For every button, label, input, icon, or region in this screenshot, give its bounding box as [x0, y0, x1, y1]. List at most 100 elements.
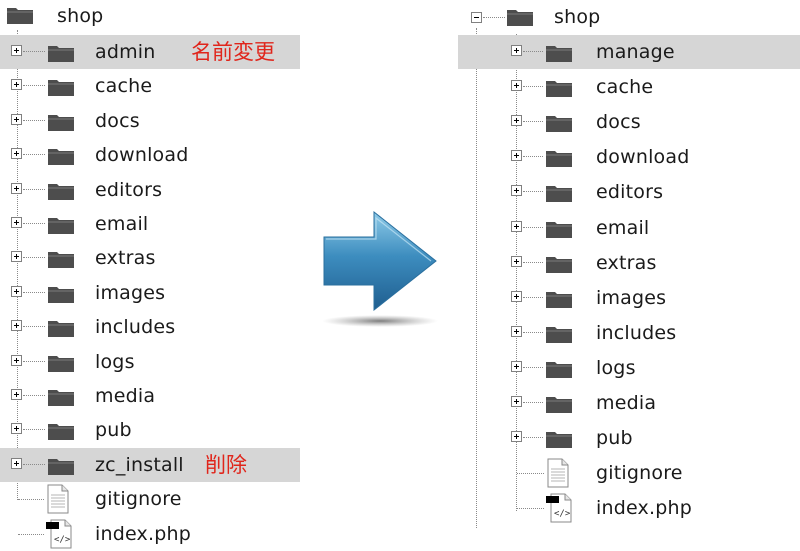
plus-box-icon[interactable] — [11, 320, 22, 331]
tree-item-images[interactable]: images — [0, 276, 300, 310]
tree-item-extras[interactable]: extras — [458, 246, 800, 280]
plus-box-icon[interactable] — [11, 79, 22, 90]
folder-icon — [506, 7, 533, 26]
plus-box-icon[interactable] — [511, 396, 522, 407]
plus-box-icon[interactable] — [11, 183, 22, 194]
tree-item-index-php[interactable]: </>index.php — [0, 517, 300, 551]
tree-item-label: index.php — [596, 497, 692, 519]
tree-connector — [23, 464, 45, 465]
plus-box-icon[interactable] — [511, 256, 522, 267]
tree-item-gitignore[interactable]: gitignore — [458, 456, 800, 490]
folder-icon — [47, 284, 74, 303]
tree-connector — [523, 402, 543, 403]
tree-item-pub[interactable]: pub — [458, 421, 800, 455]
plus-box-icon[interactable] — [511, 150, 522, 161]
tree-item-label: docs — [596, 111, 641, 133]
tree-item-label: extras — [596, 252, 657, 274]
tree-item-index-php[interactable]: </> index.php — [458, 491, 800, 525]
tree-connector — [23, 395, 45, 396]
tree-item-extras[interactable]: extras — [0, 241, 300, 275]
tree-connector — [523, 332, 543, 333]
tree-connector — [18, 534, 44, 535]
tree-root[interactable]: shop — [0, 0, 300, 34]
tree-item-label: gitignore — [95, 488, 182, 510]
folder-icon — [545, 359, 572, 378]
plus-box-icon[interactable] — [11, 286, 22, 297]
tree-item-email[interactable]: email — [458, 211, 800, 245]
tree-item-includes[interactable]: includes — [0, 310, 300, 344]
plus-box-icon[interactable] — [511, 361, 522, 372]
folder-icon — [47, 353, 74, 372]
tree-item-logs[interactable]: logs — [458, 351, 800, 385]
tree-item-label: editors — [596, 181, 664, 203]
php-file-icon: </> — [546, 493, 572, 523]
tree-item-docs[interactable]: docs — [458, 105, 800, 139]
tree-connector-line — [476, 28, 477, 528]
folder-icon — [545, 394, 572, 413]
plus-box-icon[interactable] — [11, 114, 22, 125]
plus-box-icon[interactable] — [511, 291, 522, 302]
plus-box-icon[interactable] — [11, 217, 22, 228]
tree-root-label: shop — [554, 6, 601, 28]
tree-connector — [523, 121, 543, 122]
tree-connector-line — [516, 34, 517, 511]
tree-item-gitignore[interactable]: gitignore — [0, 482, 300, 516]
tree-item-docs[interactable]: docs — [0, 104, 300, 138]
plus-box-icon[interactable] — [511, 115, 522, 126]
tree-item-download[interactable]: download — [0, 138, 300, 172]
text-file-icon — [546, 458, 570, 488]
folder-icon — [47, 146, 74, 165]
plus-box-icon[interactable] — [11, 148, 22, 159]
plus-box-icon[interactable] — [11, 355, 22, 366]
tree-item-label: email — [95, 213, 149, 235]
tree-connector — [23, 361, 45, 362]
tree-item-includes[interactable]: includes — [458, 316, 800, 350]
plus-box-icon[interactable] — [11, 389, 22, 400]
tree-connector — [523, 191, 543, 192]
folder-icon — [545, 219, 572, 238]
svg-text:</>: </> — [54, 535, 71, 545]
plus-box-icon[interactable] — [11, 45, 22, 56]
plus-box-icon[interactable] — [11, 458, 22, 469]
tree-connector — [523, 437, 543, 438]
folder-icon — [47, 215, 74, 234]
tree-item-email[interactable]: email — [0, 207, 300, 241]
tree-item-logs[interactable]: logs — [0, 345, 300, 379]
plus-box-icon[interactable] — [511, 45, 522, 56]
tree-item-pub[interactable]: pub — [0, 413, 300, 447]
tree-item-images[interactable]: images — [458, 281, 800, 315]
tree-connector — [523, 51, 543, 52]
tree-item-label: includes — [596, 322, 677, 344]
minus-box-icon[interactable] — [471, 12, 482, 23]
tree-item-download[interactable]: download — [458, 140, 800, 174]
tree-root[interactable]: shop — [458, 1, 800, 35]
tree-item-manage[interactable]: manage — [458, 35, 800, 69]
tree-item-label: cache — [95, 75, 153, 97]
plus-box-icon[interactable] — [511, 80, 522, 91]
tree-item-cache[interactable]: cache — [458, 70, 800, 104]
plus-box-icon[interactable] — [511, 221, 522, 232]
tree-item-editors[interactable]: editors — [458, 175, 800, 209]
tree-item-media[interactable]: media — [458, 386, 800, 420]
tree-item-label: logs — [95, 351, 135, 373]
folder-icon — [47, 318, 74, 337]
tree-item-label: download — [596, 146, 690, 168]
plus-box-icon[interactable] — [11, 251, 22, 262]
plus-box-icon[interactable] — [11, 423, 22, 434]
tree-connector — [23, 326, 45, 327]
folder-icon — [545, 429, 572, 448]
tree-item-cache[interactable]: cache — [0, 69, 300, 103]
tree-item-editors[interactable]: editors — [0, 173, 300, 207]
plus-box-icon[interactable] — [511, 431, 522, 442]
folder-icon — [545, 113, 572, 132]
tree-item-label: logs — [596, 357, 636, 379]
tree-connector — [23, 154, 45, 155]
tree-item-media[interactable]: media — [0, 379, 300, 413]
plus-box-icon[interactable] — [511, 326, 522, 337]
tree-connector — [18, 499, 44, 500]
tree-item-label: manage — [596, 41, 675, 63]
plus-box-icon[interactable] — [511, 185, 522, 196]
